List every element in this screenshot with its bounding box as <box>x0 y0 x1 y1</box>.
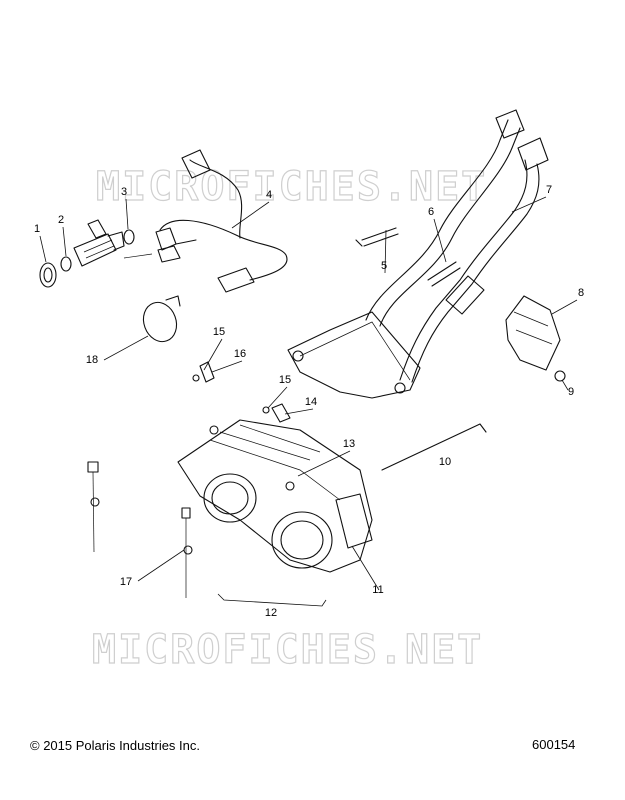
leader-lines <box>39 196 578 607</box>
callout-2: 2 <box>58 214 64 226</box>
o-ring-upper <box>123 229 135 245</box>
cable-ties <box>87 461 193 598</box>
bracket <box>505 295 566 382</box>
callout-16: 16 <box>234 348 246 360</box>
copyright-notice: © 2015 Polaris Industries Inc. <box>30 738 200 753</box>
callout-11: 11 <box>372 584 383 596</box>
callout-4: 4 <box>266 189 272 201</box>
callout-14: 14 <box>305 396 317 408</box>
wiring-harness <box>123 149 288 293</box>
callout-15b: 15 <box>279 374 291 386</box>
callout-18: 18 <box>86 354 98 366</box>
callout-17: 17 <box>120 576 132 588</box>
callout-15a: 15 <box>213 326 225 338</box>
fuel-rail-assembly <box>287 109 549 471</box>
callout-12: 12 <box>265 607 277 619</box>
callout-1: 1 <box>34 223 40 235</box>
throttle-body <box>177 361 373 573</box>
hose-clamp <box>142 295 181 343</box>
callout-13: 13 <box>343 438 355 450</box>
callout-7: 7 <box>546 184 552 196</box>
callout-3: 3 <box>121 186 127 198</box>
seal-ring <box>39 262 57 288</box>
callout-5: 5 <box>381 260 387 272</box>
fuel-injector <box>73 219 125 267</box>
watermark-top: MICROFICHES.NET <box>96 164 487 210</box>
document-number: 600154 <box>532 737 576 752</box>
watermark-bottom: MICROFICHES.NET <box>92 627 483 673</box>
callout-10: 10 <box>439 456 451 468</box>
callout-8: 8 <box>578 287 584 299</box>
callout-9: 9 <box>568 386 574 398</box>
o-ring <box>60 256 72 272</box>
callout-6: 6 <box>428 206 434 218</box>
